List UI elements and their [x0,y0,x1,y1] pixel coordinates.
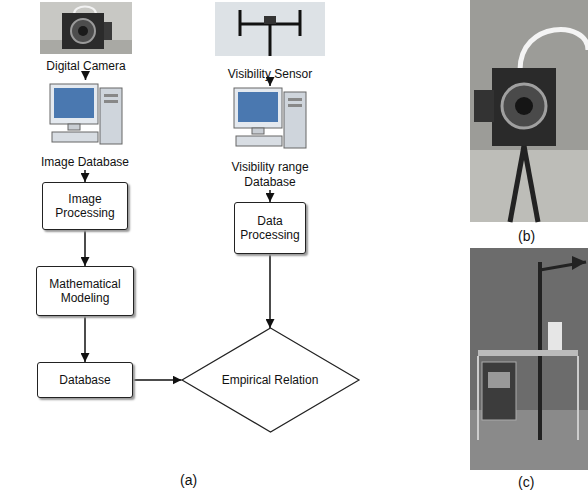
flow-arrow [269,190,271,202]
node-text: Visibility range Database [217,160,323,189]
process-box: Mathematical Modeling [36,266,134,316]
node-text: Image Processing [48,192,122,221]
camera-photo-large [470,0,588,222]
sensor-photo [215,2,325,56]
flow-arrow [269,82,271,86]
diamond-shape [182,328,359,432]
panel-label: (b) [518,228,535,244]
node-text: Mathematical Modeling [42,277,128,306]
node-text: Empirical Relation [222,373,319,387]
panel-label: (c) [518,474,534,490]
node-text: Database [59,373,110,387]
flow-arrow [84,170,86,182]
panel-label: (a) [180,472,197,488]
camera-photo [40,2,132,54]
flow-arrow [84,230,86,266]
computer-icon [234,88,306,148]
node-text: Visibility Sensor [228,67,312,81]
flow-arrow [133,379,182,381]
picture-node: Digital Camera [30,2,142,74]
process-box: Image Processing [42,182,128,230]
flow-arrow [269,254,271,328]
node-text: Data Processing [240,214,300,243]
computer-icon [50,84,122,144]
picture-node: Image Database [38,80,132,170]
station-photo [470,248,588,470]
picture-node: Visibility Sensor [200,2,340,82]
process-box: Data Processing [234,202,306,254]
flow-arrow [84,316,86,362]
node-text: Digital Camera [46,59,125,73]
picture-node: Visibility range Database [215,86,325,190]
node-text: Image Database [41,155,129,169]
decision-diamond: Empirical Relation [182,328,359,432]
process-box: Database [37,362,133,398]
flow-arrow [85,74,87,80]
